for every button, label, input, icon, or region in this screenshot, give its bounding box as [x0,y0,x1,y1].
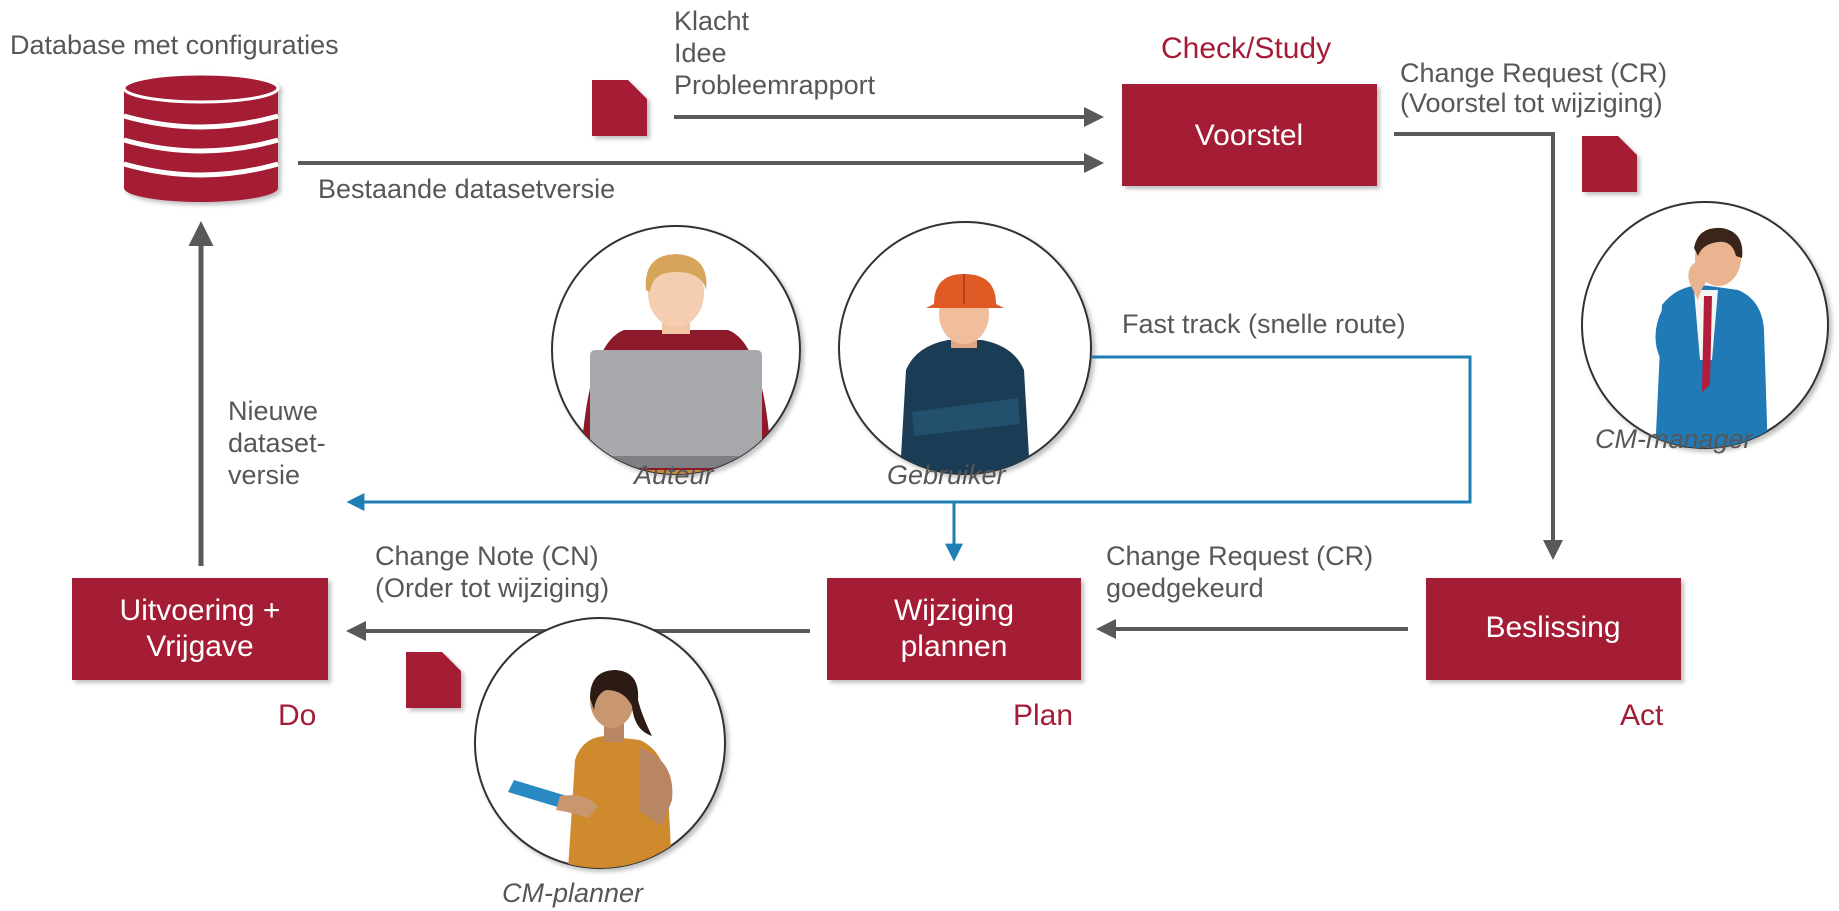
document-icon-cr [1582,136,1637,192]
phase-act: Act [1620,699,1664,732]
existing-version-label: Bestaande datasetversie [318,174,615,204]
phase-check: Check/Study [1161,32,1331,65]
role-cm-manager: CM-manager [1595,424,1754,454]
arrow-voorstel-to-beslissing [1394,132,1563,560]
role-auteur: Auteur [632,460,715,490]
uitvoering-label-line2: Vrijgave [146,630,253,663]
wijziging-label-line1: Wijziging [894,594,1014,627]
beslissing-box [1426,578,1681,680]
cm-manager-portrait [1581,201,1829,449]
voorstel-label: Voorstel [1195,119,1303,152]
phase-do: Do [278,699,316,732]
input-probleemrapport: Probleemrapport [674,70,876,100]
change-note-line2: (Order tot wijziging) [375,573,609,603]
uitvoering-box [72,578,328,680]
wijziging-label-line2: plannen [901,630,1008,663]
auteur-portrait [551,225,801,475]
wijziging-box [827,578,1081,680]
input-idee: Idee [674,38,727,68]
new-version-line3: versie [228,460,300,490]
uitvoering-label-line1: Uitvoering + [120,594,281,627]
input-klacht: Klacht [674,6,750,36]
gebruiker-portrait [838,221,1092,475]
database-icon [122,72,280,202]
change-note-line1: Change Note (CN) [375,541,599,571]
voorstel-box [1122,84,1377,186]
approved-line2: goedgekeurd [1106,573,1264,603]
new-version-line1: Nieuwe [228,396,318,426]
approved-line1: Change Request (CR) [1106,541,1373,571]
role-gebruiker: Gebruiker [887,460,1007,490]
change-request-line2: (Voorstel tot wijziging) [1400,88,1663,118]
phase-plan: Plan [1013,699,1073,732]
fast-track-line [346,355,1472,511]
cm-planner-portrait [474,617,726,869]
new-version-line2: dataset- [228,428,326,458]
role-cm-planner: CM-planner [502,878,644,908]
database-label: Database met configuraties [10,30,339,60]
document-icon-cn [406,652,461,708]
beslissing-label: Beslissing [1485,611,1620,644]
change-request-line1: Change Request (CR) [1400,58,1667,88]
document-icon [592,80,647,136]
fast-track-label: Fast track (snelle route) [1122,309,1406,339]
